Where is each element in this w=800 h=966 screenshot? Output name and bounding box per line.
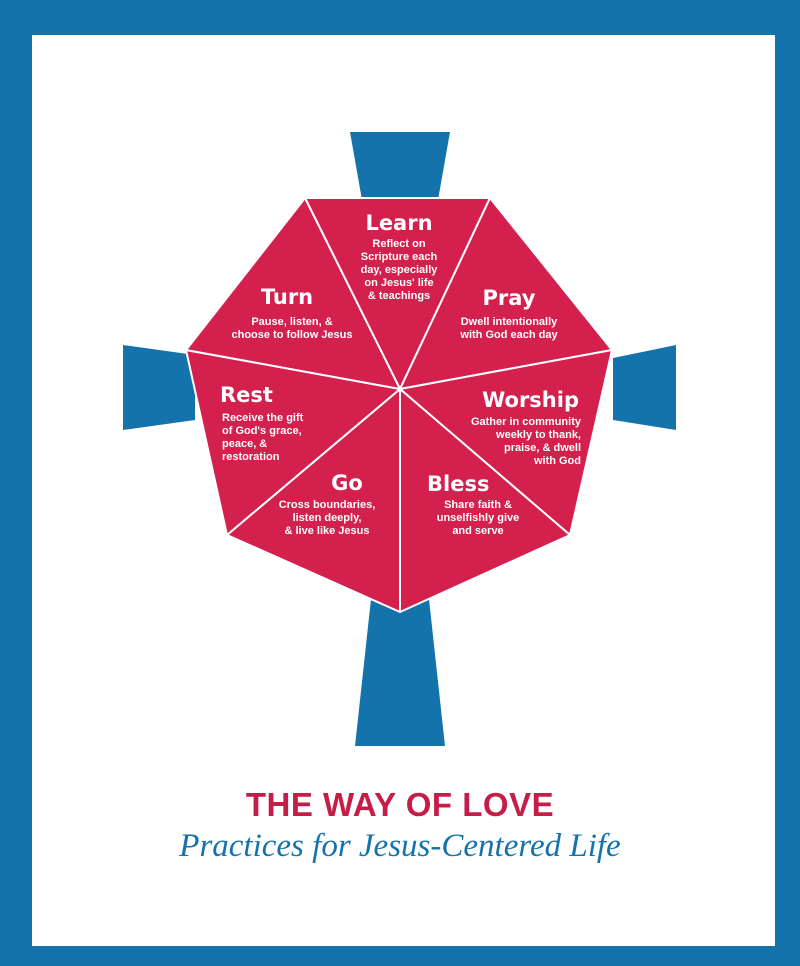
page-title: THE WAY OF LOVE — [245, 786, 555, 823]
practice-rest-line-1: Receive the gift — [222, 412, 304, 424]
practice-go: Go Cross boundaries, listen deeply, & li… — [279, 471, 376, 537]
practice-learn-line-1: Reflect on — [372, 238, 425, 250]
practice-go-line-3: & live like Jesus — [285, 525, 370, 537]
cross — [123, 132, 676, 746]
practice-learn-line-5: & teachings — [368, 290, 430, 302]
cross-left-arm — [123, 345, 195, 430]
segment-turn — [185, 197, 401, 390]
practice-worship-line-3: praise, & dwell — [504, 442, 581, 454]
practice-pray-name: Pray — [483, 286, 536, 310]
practice-rest-line-3: peace, & — [222, 438, 267, 450]
practice-pray-line-1: Dwell intentionally — [461, 316, 558, 328]
cross-top-arm — [350, 132, 450, 200]
practice-bless: Bless Share faith & unselfishly give and… — [427, 472, 519, 537]
practice-worship-line-4: with God — [533, 455, 581, 467]
practice-turn-name: Turn — [261, 285, 313, 309]
practice-worship-line-1: Gather in community — [471, 416, 582, 428]
practice-turn-line-1: Pause, listen, & — [251, 316, 332, 328]
cross-right-arm — [613, 345, 676, 430]
practice-go-line-1: Cross boundaries, — [279, 499, 376, 511]
practice-worship-line-2: weekly to thank, — [495, 429, 581, 441]
practice-rest-name: Rest — [220, 383, 273, 407]
practice-bless-line-3: and serve — [452, 525, 503, 537]
practice-rest: Rest Receive the gift of God's grace, pe… — [220, 383, 304, 463]
practice-go-line-2: listen deeply, — [293, 512, 362, 524]
practice-worship: Worship Gather in community weekly to th… — [471, 388, 582, 467]
practice-learn-line-4: on Jesus' life — [364, 277, 433, 289]
practice-rest-line-2: of God's grace, — [222, 425, 302, 437]
practice-bless-name: Bless — [427, 472, 489, 496]
practice-bless-line-2: unselfishly give — [437, 512, 520, 524]
cross-bottom-arm — [355, 590, 445, 746]
practice-learn-line-3: day, especially — [361, 264, 439, 276]
practice-turn: Turn Pause, listen, & choose to follow J… — [231, 285, 352, 341]
practice-rest-line-4: restoration — [222, 451, 280, 463]
practice-worship-name: Worship — [482, 388, 579, 412]
practice-learn-line-2: Scripture each — [361, 251, 438, 263]
page-subtitle: Practices for Jesus-Centered Life — [179, 828, 621, 864]
practice-pray-line-2: with God each day — [459, 329, 558, 341]
practice-learn-name: Learn — [365, 211, 432, 235]
practice-turn-line-2: choose to follow Jesus — [231, 329, 352, 341]
segments — [185, 197, 613, 613]
practice-pray: Pray Dwell intentionally with God each d… — [459, 286, 558, 341]
practice-bless-line-1: Share faith & — [444, 499, 512, 511]
practice-go-name: Go — [331, 471, 363, 495]
practice-learn: Learn Reflect on Scripture each day, esp… — [361, 211, 439, 302]
